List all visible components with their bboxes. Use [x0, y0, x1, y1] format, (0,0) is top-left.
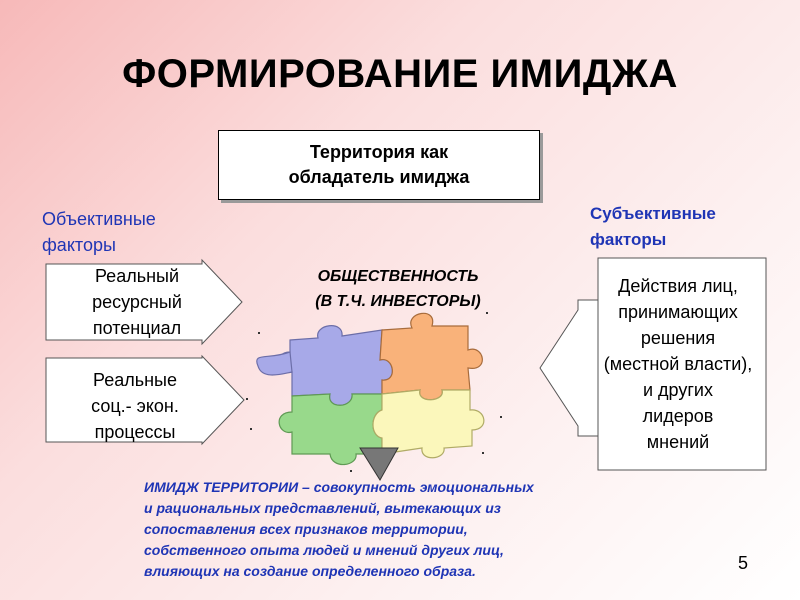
- objective-label-line2: факторы: [42, 235, 116, 255]
- objective-factors-label: Объективные факторы: [42, 206, 156, 258]
- objective-label-line1: Объективные: [42, 209, 156, 229]
- definition-line4: собственного опыта людей и мнений других…: [144, 542, 504, 558]
- definition-line3: сопоставления всех признаков территории,: [144, 521, 468, 537]
- subjective-line3: решения: [640, 328, 716, 348]
- subjective-actions-text: Действия лиц, принимающих решения (местн…: [586, 273, 770, 455]
- owner-box-line2: обладатель имиджа: [288, 167, 470, 187]
- image-definition: ИМИДЖ ТЕРРИТОРИИ – совокупность эмоциона…: [144, 477, 664, 582]
- public-label: ОБЩЕСТВЕННОСТЬ (В Т.Ч. ИНВЕСТОРЫ): [278, 264, 518, 314]
- puzzle-piece-orange: [379, 312, 483, 401]
- definition-line5: влияющих на создание определенного образ…: [144, 563, 476, 579]
- subjective-line1: Действия лиц,: [618, 276, 738, 296]
- pointer-triangle: [359, 447, 399, 481]
- resource-potential-arrow: [45, 258, 243, 346]
- puzzle-piece-blue: [278, 325, 393, 406]
- socio-economic-text: Реальные соц.- экон. процессы: [50, 367, 220, 445]
- page-number: 5: [738, 553, 749, 573]
- subjective-line7: мнений: [646, 432, 710, 452]
- subjective-line6: лидеров: [642, 406, 714, 426]
- subjective-label-line1: Субъективные: [590, 204, 716, 223]
- arrow2-line1: Реальные: [92, 370, 177, 390]
- definition-line1: ИМИДЖ ТЕРРИТОРИИ – совокупность эмоциона…: [144, 479, 534, 495]
- public-line2: (В Т.Ч. ИНВЕСТОРЫ): [315, 293, 481, 310]
- arrow1-line1: Реальный: [94, 266, 180, 286]
- public-line1: ОБЩЕСТВЕННОСТЬ: [317, 268, 479, 285]
- puzzle-piece-yellow: [372, 389, 485, 459]
- subjective-line2: принимающих: [618, 302, 738, 322]
- definition-line2: и рациональных представлений, вытекающих…: [144, 500, 501, 516]
- subjective-label-line2: факторы: [590, 230, 667, 249]
- subjective-line4: (местной власти),: [603, 354, 753, 374]
- socio-economic-arrow: [45, 354, 245, 446]
- resource-potential-text: Реальный ресурсный потенциал: [52, 263, 222, 341]
- page-title: ФОРМИРОВАНИЕ ИМИДЖА: [122, 52, 678, 96]
- owner-box: Территория как обладатель имиджа: [218, 130, 540, 200]
- subjective-factors-label: Субъективные факторы: [590, 201, 716, 253]
- arrow2-line2: соц.- экон.: [91, 396, 179, 416]
- owner-box-line1: Территория как: [309, 142, 449, 162]
- arrow1-line2: ресурсный: [92, 292, 182, 312]
- arrow1-line3: потенциал: [92, 318, 182, 338]
- subjective-line5: и других: [643, 380, 713, 400]
- arrow2-line3: процессы: [94, 422, 176, 442]
